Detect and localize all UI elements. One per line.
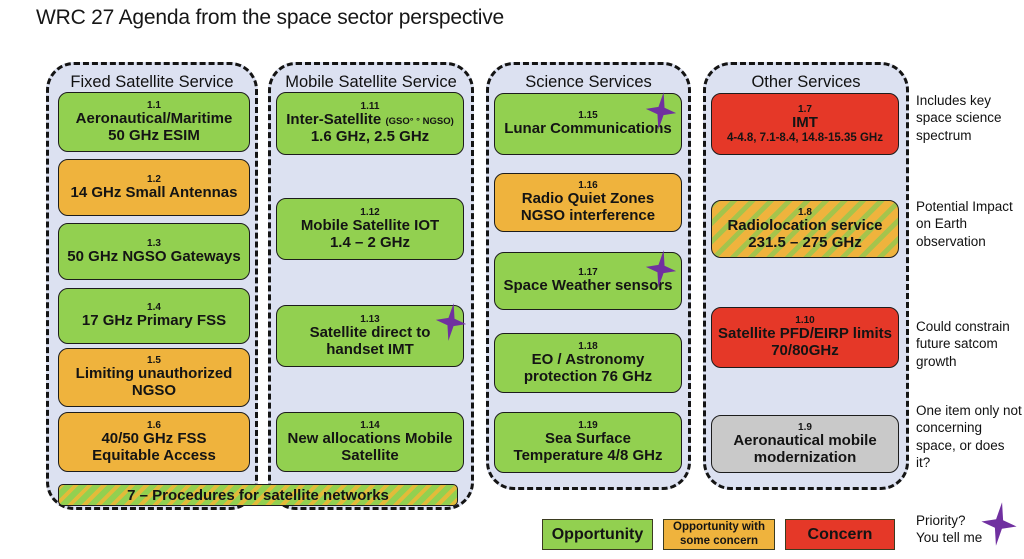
item-number: 1.5: [147, 355, 161, 367]
agenda-item-1-7: 1.7 IMT 4-4.8, 7.1-8.4, 14.8-15.35 GHz: [711, 93, 899, 155]
column-mobile-satellite-service: Mobile Satellite Service 1.11 Inter-Sate…: [268, 62, 474, 510]
item-label-main: Inter-Satellite: [286, 111, 382, 129]
item-sublabel: 4-4.8, 7.1-8.4, 14.8-15.35 GHz: [727, 131, 883, 144]
side-note-satcom-growth: Could constrain future satcom growth: [916, 319, 1010, 369]
page-title: WRC 27 Agenda from the space sector pers…: [36, 6, 505, 29]
legend-opportunity-with-concern: Opportunity with some concern: [663, 519, 775, 550]
column-science-services: Science Services 1.15 Lunar Communicatio…: [486, 62, 691, 490]
item-label: Limiting unauthorized NGSO: [75, 365, 233, 400]
item-label: 14 GHz Small Antennas: [70, 183, 238, 201]
item-number: 1.14: [360, 419, 380, 431]
item-number: 1.15: [578, 110, 598, 121]
agenda-item-1-14: 1.14 New allocations Mobile Satellite: [276, 412, 464, 472]
item-number: 1.6: [147, 419, 161, 431]
column-other-services: Other Services 1.7 IMT 4-4.8, 7.1-8.4, 1…: [703, 62, 909, 490]
agenda-item-1-1: 1.1 Aeronautical/Maritime 50 GHz ESIM: [58, 92, 250, 152]
procedures-bar: 7 – Procedures for satellite networks: [58, 484, 458, 506]
agenda-item-1-9: 1.9 Aeronautical mobile modernization: [711, 415, 899, 473]
agenda-item-1-10: 1.10 Satellite PFD/EIRP limits 70/80GHz: [711, 307, 899, 368]
side-note-earth-observation: Potential Impact on Earth observation: [916, 199, 1013, 249]
item-label: Sea Surface Temperature 4/8 GHz: [513, 430, 663, 465]
legend-concern: Concern: [785, 519, 895, 550]
column-header: Science Services: [525, 73, 652, 91]
item-number: 1.3: [147, 237, 161, 249]
item-label: 40/50 GHz FSS Equitable Access: [92, 429, 216, 464]
column-header: Fixed Satellite Service: [70, 73, 234, 91]
item-label: 17 GHz Primary FSS: [81, 312, 227, 330]
item-label: New allocations Mobile Satellite: [287, 429, 453, 464]
agenda-item-1-3: 1.3 50 GHz NGSO Gateways: [58, 223, 250, 280]
agenda-item-1-6: 1.6 40/50 GHz FSS Equitable Access: [58, 412, 250, 472]
side-note-one-item: One item only not concerning space, or d…: [916, 403, 1022, 470]
agenda-item-1-13: 1.13 Satellite direct to handset IMT: [276, 305, 464, 367]
item-label-line2: 1.6 GHz, 2.5 GHz: [310, 128, 430, 146]
agenda-item-1-19: 1.19 Sea Surface Temperature 4/8 GHz: [494, 412, 682, 473]
item-label: Mobile Satellite IOT 1.4 – 2 GHz: [300, 216, 440, 251]
item-number: 1.7: [798, 103, 812, 115]
item-label: IMT: [792, 113, 818, 131]
priority-star-icon: [435, 303, 467, 341]
agenda-item-1-2: 1.2 14 GHz Small Antennas: [58, 159, 250, 216]
priority-note: Priority? You tell me: [916, 513, 983, 546]
priority-star-icon: [981, 502, 1017, 546]
item-number: 1.18: [578, 340, 598, 352]
item-label: Radio Quiet Zones NGSO interference: [520, 190, 656, 225]
column-header: Other Services: [751, 73, 861, 91]
agenda-item-1-8: 1.8 Radiolocation service 231.5 – 275 GH…: [711, 200, 899, 258]
item-label-paren: (GSO° ° NGSO): [385, 116, 454, 128]
agenda-item-1-5: 1.5 Limiting unauthorized NGSO: [58, 348, 250, 407]
item-number: 1.16: [578, 180, 598, 192]
item-label: Inter-Satellite (GSO° ° NGSO): [286, 111, 454, 129]
agenda-item-1-15: 1.15 Lunar Communications: [494, 93, 682, 155]
item-number: 1.1: [147, 99, 161, 111]
column-header: Mobile Satellite Service: [285, 73, 457, 91]
item-number: 1.8: [798, 206, 812, 218]
item-label: Lunar Communications: [504, 120, 672, 138]
legend-label: Opportunity: [551, 525, 644, 543]
item-number: 1.10: [795, 315, 815, 327]
item-label: Aeronautical/Maritime 50 GHz ESIM: [75, 109, 233, 144]
side-note-science-spectrum: Includes key space science spectrum: [916, 93, 1002, 143]
item-number: 1.12: [360, 206, 380, 218]
item-label: Radiolocation service 231.5 – 275 GHz: [727, 216, 883, 251]
item-label: EO / Astronomy protection 76 GHz: [523, 350, 653, 385]
agenda-item-1-17: 1.17 Space Weather sensors: [494, 252, 682, 310]
priority-star-icon: [645, 92, 677, 130]
item-label: 50 GHz NGSO Gateways: [67, 247, 241, 265]
item-number: 1.11: [360, 101, 380, 113]
legend-opportunity: Opportunity: [542, 519, 653, 550]
item-number: 1.13: [360, 313, 380, 325]
item-label: Satellite PFD/EIRP limits 70/80GHz: [718, 325, 892, 360]
agenda-item-1-12: 1.12 Mobile Satellite IOT 1.4 – 2 GHz: [276, 198, 464, 260]
item-number: 1.4: [147, 302, 161, 313]
item-label: Aeronautical mobile modernization: [733, 431, 877, 466]
item-number: 1.9: [798, 421, 812, 433]
column-fixed-satellite-service: Fixed Satellite Service 1.1 Aeronautical…: [46, 62, 258, 510]
item-label: Satellite direct to handset IMT: [309, 323, 431, 358]
agenda-item-1-11: 1.11 Inter-Satellite (GSO° ° NGSO) 1.6 G…: [276, 92, 464, 155]
agenda-item-1-16: 1.16 Radio Quiet Zones NGSO interference: [494, 173, 682, 232]
legend-label: Concern: [807, 525, 873, 543]
priority-star-icon: [645, 250, 677, 288]
agenda-item-1-4: 1.4 17 GHz Primary FSS: [58, 288, 250, 344]
item-number: 1.2: [147, 173, 161, 185]
item-number: 1.19: [578, 420, 598, 432]
legend-label: Opportunity with some concern: [673, 521, 765, 547]
agenda-item-1-18: 1.18 EO / Astronomy protection 76 GHz: [494, 333, 682, 393]
item-number: 1.17: [578, 267, 598, 278]
